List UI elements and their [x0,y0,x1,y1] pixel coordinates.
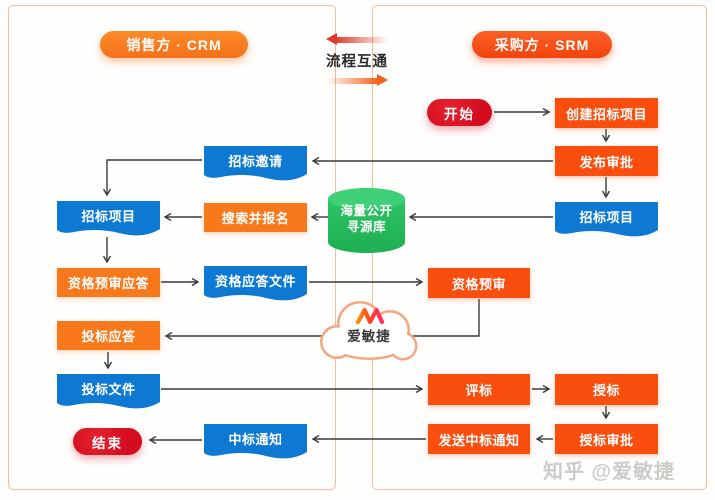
tender-project-left-node: 招标项目 [57,201,160,239]
left-gradient-arrow-icon [326,33,388,46]
cloud-icon [320,301,418,361]
brand-cloud: 爱敏捷 [310,293,428,371]
interchange-label: 流程互通 [326,54,388,70]
srm-panel [372,5,707,490]
award-node: 授标 [555,374,658,405]
search-and-register-node: 搜索并报名 [204,203,307,232]
create-tender-project-node: 创建招标项目 [555,98,658,128]
crm-panel-title: 销售方 · CRM [100,31,248,58]
sourcing-pool-line2: 寻源库 [346,220,386,234]
bid-response-node: 投标应答 [57,321,160,350]
prequalification-node: 资格预审 [428,268,530,298]
bid-evaluation-node: 评标 [428,374,530,405]
right-gradient-arrow-icon [326,74,388,87]
qualification-response-file-node: 资格应答文件 [204,266,307,304]
publish-approval-node: 发布审批 [555,146,658,176]
prequalification-response-node: 资格预审应答 [57,268,160,297]
srm-panel-title: 采购方 · SRM [472,31,612,58]
start-node: 开始 [427,99,492,126]
brand-name: 爱敏捷 [347,329,391,344]
sourcing-pool-database: 海量公开 寻源库 [328,188,405,253]
brand-logo-icon [355,307,385,325]
tender-invitation-node: 招标邀请 [204,146,307,184]
award-approval-node: 授标审批 [555,424,658,454]
award-notice-node: 中标通知 [204,424,307,462]
crm-panel [8,5,336,490]
tender-project-right-node: 招标项目 [555,202,658,240]
bid-file-node: 投标文件 [57,374,160,412]
send-award-notice-node: 发送中标通知 [428,424,530,454]
database-cylinder-icon [328,188,405,253]
end-node: 结束 [73,428,142,455]
sourcing-pool-line1: 海量公开 [340,204,393,218]
watermark: 知乎 @爱敏捷 [543,461,676,483]
